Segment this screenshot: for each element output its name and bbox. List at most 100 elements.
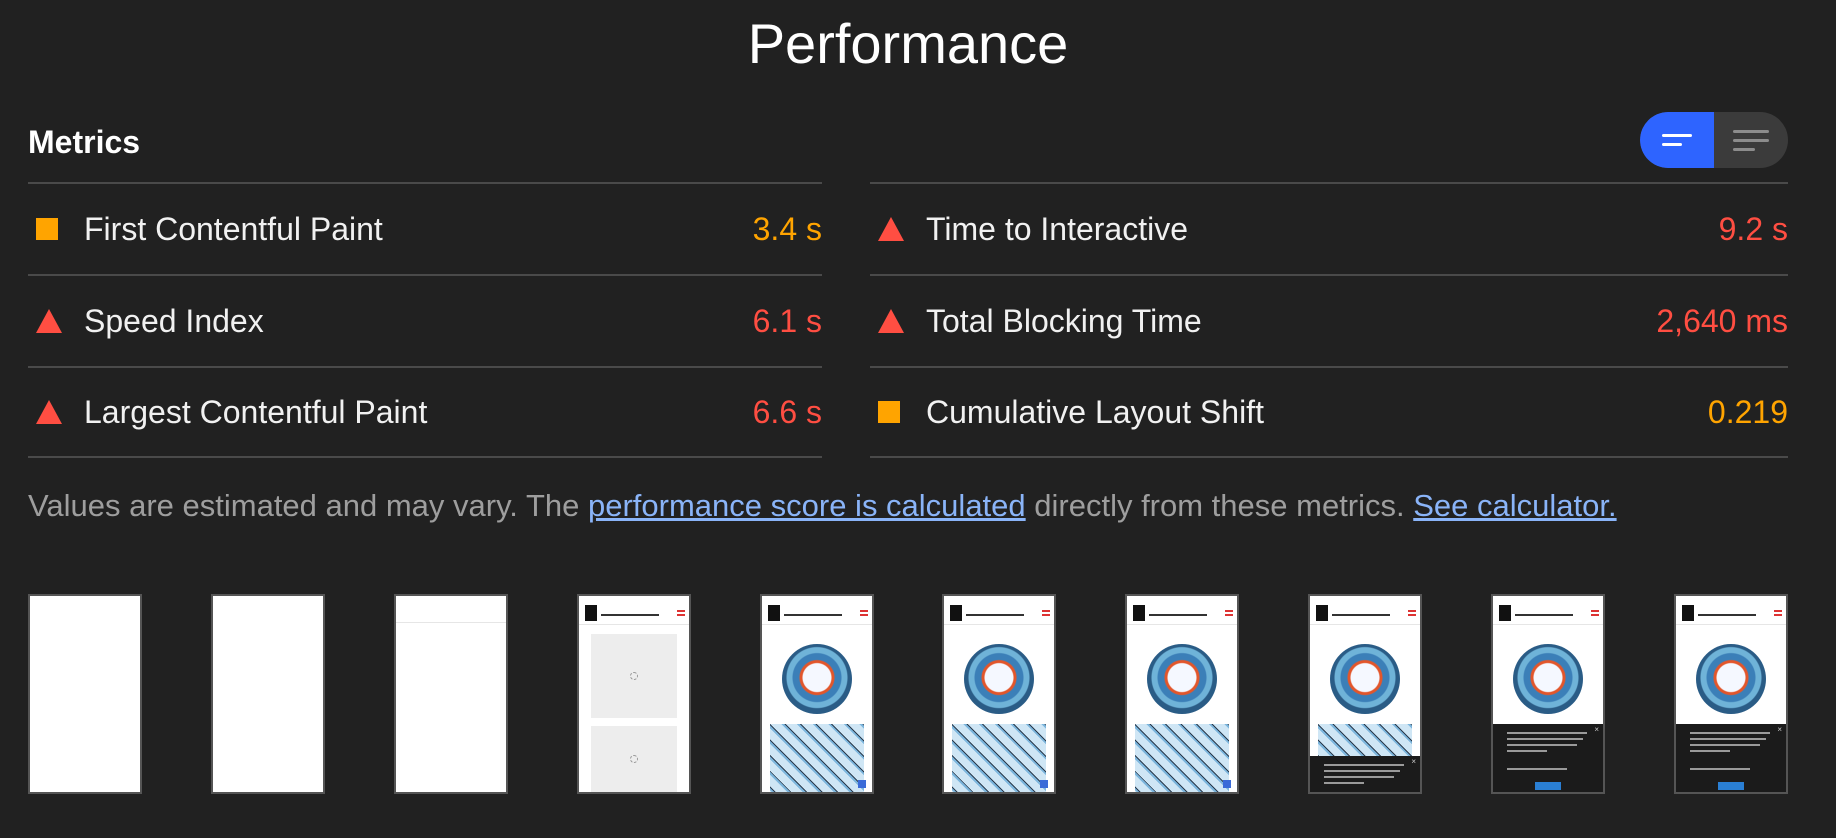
filmstrip-frame: × [1308, 594, 1422, 794]
cookie-text-line [1507, 732, 1587, 734]
chat-badge-icon [1223, 780, 1231, 788]
menu-icon [1408, 610, 1416, 616]
list-view-button[interactable] [1714, 112, 1788, 168]
frame-site-header [950, 604, 1050, 622]
site-logo-icon [1133, 605, 1145, 621]
note-middle: directly from these metrics. [1025, 488, 1414, 523]
cookie-text-line [1324, 782, 1364, 784]
cookie-text-line [1507, 750, 1547, 752]
metric-label: First Contentful Paint [84, 210, 383, 247]
site-wordmark [784, 610, 842, 616]
artwork-circle-image [1330, 644, 1400, 714]
filmstrip-frame: × [1491, 594, 1605, 794]
metrics-column-left: First Contentful Paint 3.4 s Speed Index… [28, 182, 822, 458]
chat-badge-icon [858, 780, 866, 788]
bars-view-button[interactable] [1640, 112, 1714, 168]
metric-label: Time to Interactive [926, 210, 1189, 247]
cookie-banner: × [1310, 756, 1420, 792]
artwork-circle-image [1513, 644, 1583, 714]
filmstrip-frame [942, 594, 1056, 794]
image-placeholder [591, 634, 677, 718]
menu-icon [1774, 610, 1782, 616]
site-logo-icon [585, 605, 597, 621]
site-logo-icon [1316, 605, 1328, 621]
cookie-text-line [1507, 744, 1577, 746]
site-logo-icon [768, 605, 780, 621]
menu-icon [677, 610, 685, 616]
frame-site-header [585, 604, 685, 622]
metric-cumulative-layout-shift: Cumulative Layout Shift 0.219 [870, 366, 1788, 458]
metrics-note: Values are estimated and may vary. The p… [28, 486, 1788, 526]
menu-icon [1225, 610, 1233, 616]
metric-label: Largest Contentful Paint [84, 393, 428, 430]
site-wordmark [1332, 610, 1390, 616]
note-prefix: Values are estimated and may vary. The [28, 488, 588, 523]
cookie-banner: × [1676, 724, 1786, 792]
site-wordmark [1149, 610, 1207, 616]
loading-spinner-icon [630, 755, 638, 763]
list-view-icon [1733, 129, 1769, 151]
score-calculated-link[interactable]: performance score is calculated [588, 488, 1026, 523]
cookie-text-line [1507, 768, 1567, 770]
close-icon: × [1594, 725, 1599, 734]
metric-label: Cumulative Layout Shift [926, 393, 1264, 430]
frame-site-header [1316, 604, 1416, 622]
metric-value: 3.4 s [752, 210, 822, 247]
cookie-text-line [1690, 732, 1770, 734]
site-wordmark [1698, 610, 1756, 616]
cookie-text-line [1690, 738, 1766, 740]
filmstrip-frame [760, 594, 874, 794]
cookie-text-line [1324, 764, 1404, 766]
artwork-image [1135, 724, 1229, 792]
cookie-text-line [1690, 750, 1730, 752]
see-calculator-link[interactable]: See calculator. [1413, 488, 1617, 523]
site-wordmark [966, 610, 1024, 616]
fail-triangle-icon [36, 400, 62, 424]
menu-icon [1591, 610, 1599, 616]
artwork-circle-image [1147, 644, 1217, 714]
filmstrip-frame [577, 594, 691, 794]
metric-largest-contentful-paint: Largest Contentful Paint 6.6 s [28, 366, 822, 458]
bars-view-icon [1662, 134, 1692, 146]
metrics-heading: Metrics [28, 124, 141, 160]
fail-triangle-icon [36, 309, 62, 333]
site-logo-icon [950, 605, 962, 621]
cookie-text-line [1507, 738, 1583, 740]
site-logo-icon [1682, 605, 1694, 621]
cookie-text-line [1324, 776, 1394, 778]
artwork-circle-image [1696, 644, 1766, 714]
average-square-icon [878, 401, 900, 423]
fail-triangle-icon [878, 217, 904, 241]
filmstrip-frame [28, 594, 142, 794]
filmstrip: × × × [28, 594, 1788, 794]
cookie-banner: × [1493, 724, 1603, 792]
artwork-circle-image [964, 644, 1034, 714]
close-icon: × [1777, 725, 1782, 734]
cookie-text-line [1324, 770, 1400, 772]
metric-total-blocking-time: Total Blocking Time 2,640 ms [870, 274, 1788, 366]
metric-value: 0.219 [1707, 393, 1788, 430]
frame-site-header [1682, 604, 1782, 622]
metric-time-to-interactive: Time to Interactive 9.2 s [870, 182, 1788, 274]
site-logo-icon [1499, 605, 1511, 621]
filmstrip-frame: × [1674, 594, 1788, 794]
site-wordmark [1515, 610, 1573, 616]
frame-site-header [1499, 604, 1599, 622]
metrics-view-toggle[interactable] [1640, 112, 1788, 168]
metric-value: 6.1 s [752, 302, 822, 339]
chat-badge-icon [1040, 780, 1048, 788]
metrics-column-right: Time to Interactive 9.2 s Total Blocking… [870, 182, 1788, 458]
metric-first-contentful-paint: First Contentful Paint 3.4 s [28, 182, 822, 274]
metric-speed-index: Speed Index 6.1 s [28, 274, 822, 366]
cookie-text-line [1690, 744, 1760, 746]
close-icon: × [1411, 757, 1416, 766]
image-placeholder [591, 726, 677, 792]
menu-icon [1042, 610, 1050, 616]
site-wordmark [601, 610, 659, 616]
metric-value: 2,640 ms [1656, 302, 1788, 339]
menu-icon [860, 610, 868, 616]
metric-value: 6.6 s [752, 393, 822, 430]
cookie-text-line [1690, 768, 1750, 770]
frame-site-header [768, 604, 868, 622]
